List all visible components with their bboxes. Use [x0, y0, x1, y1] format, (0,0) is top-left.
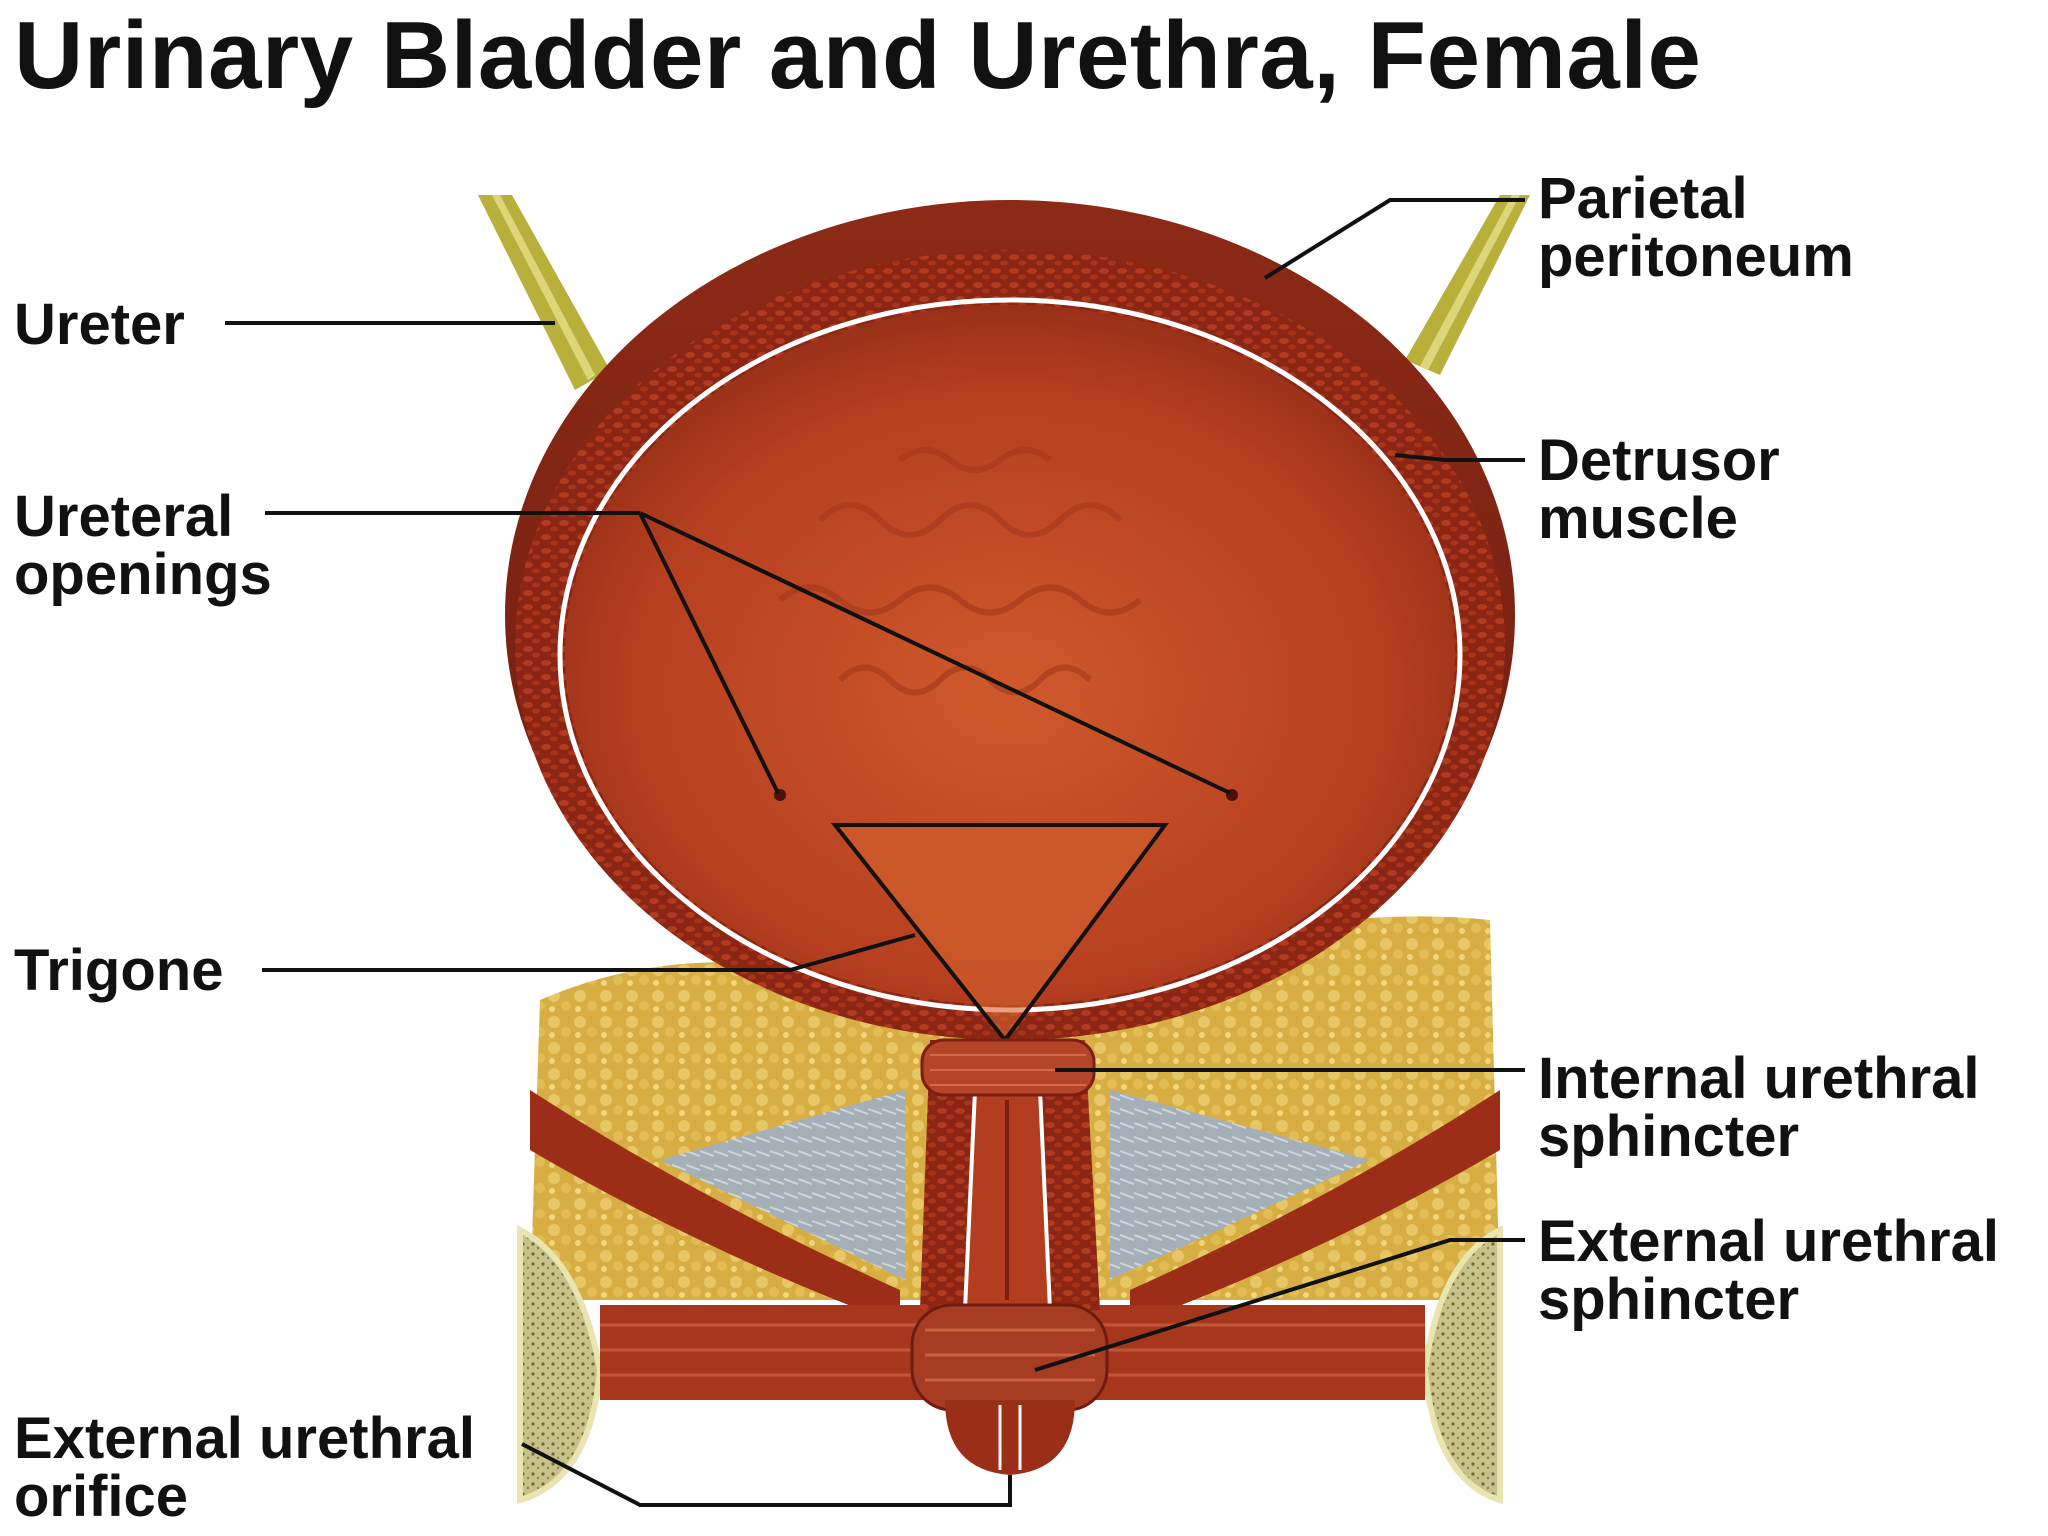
label-parietal-peritoneum: Parietal peritoneum	[1538, 170, 1854, 286]
ureter-left	[478, 195, 610, 390]
trigone-region	[830, 823, 1169, 1044]
label-external-urethral-orifice-line2: orifice	[14, 1464, 189, 1529]
label-internal-urethral-sphincter: Internal urethral sphincter	[1538, 1050, 1980, 1166]
label-external-urethral-orifice: External urethral orifice	[14, 1410, 475, 1526]
leader-detrusor-muscle	[1394, 453, 1525, 462]
page-title: Urinary Bladder and Urethra, Female	[14, 2, 1702, 109]
leader-external-orifice	[521, 1442, 1012, 1507]
label-parietal-peritoneum-line1: Parietal	[1538, 166, 1748, 231]
label-internal-urethral-sphincter-line1: Internal urethral	[1538, 1046, 1980, 1111]
leader-ureteral-opening-left	[638, 512, 780, 794]
leader-external-sphincter	[1034, 1238, 1525, 1372]
leader-trigone	[262, 933, 916, 972]
internal-urethral-sphincter	[920, 1038, 1096, 1097]
label-ureteral-openings-line1: Ureteral	[14, 484, 234, 549]
label-detrusor-muscle-line2: muscle	[1538, 486, 1738, 551]
pubic-bone-right	[1421, 1225, 1503, 1505]
ligament-left	[660, 1090, 905, 1280]
label-external-urethral-orifice-line1: External urethral	[14, 1406, 475, 1471]
label-external-urethral-sphincter-line2: sphincter	[1538, 1267, 1800, 1332]
leader-parietal-peritoneum	[1263, 198, 1525, 280]
external-urethral-orifice-tissue	[945, 1400, 1075, 1475]
label-ureteral-openings: Ureteral openings	[14, 488, 272, 604]
label-ureteral-openings-line2: openings	[14, 542, 272, 607]
label-parietal-peritoneum-line2: peritoneum	[1538, 224, 1854, 289]
label-trigone: Trigone	[14, 942, 223, 1000]
label-ureter: Ureter	[14, 296, 185, 354]
ligament-right	[1110, 1090, 1370, 1280]
ureter-right	[1405, 195, 1530, 375]
label-detrusor-muscle-line1: Detrusor	[1538, 428, 1780, 493]
label-trigone-line1: Trigone	[14, 938, 224, 1003]
pubic-bone-left	[517, 1225, 604, 1504]
leader-lines	[225, 198, 1525, 1507]
label-detrusor-muscle: Detrusor muscle	[1538, 432, 1780, 548]
leader-ureteral-opening-right	[639, 511, 1231, 795]
label-internal-urethral-sphincter-line2: sphincter	[1538, 1104, 1800, 1169]
label-external-urethral-sphincter-line1: External urethral	[1538, 1209, 1999, 1274]
bladder-wall	[505, 200, 1515, 1040]
label-ureter-line1: Ureter	[14, 292, 185, 357]
label-external-urethral-sphincter: External urethral sphincter	[1538, 1213, 1999, 1329]
